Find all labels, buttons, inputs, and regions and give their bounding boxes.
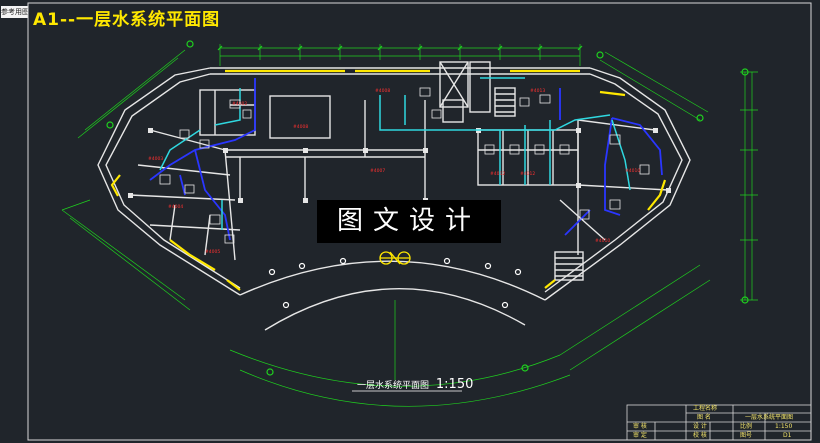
room-labels: #4002 #4008 #4003 #4004 #4005 #4007 #401… xyxy=(148,88,640,255)
room-tag: #4010 xyxy=(595,238,610,244)
fixtures xyxy=(159,87,650,244)
tb-drawing-label: 图 名 xyxy=(697,414,711,421)
tb-designer-label: 设 计 xyxy=(693,423,707,430)
arc-columns xyxy=(268,257,522,309)
entrance-door xyxy=(379,251,411,265)
dimension-ticks xyxy=(106,40,749,376)
tb-drawing-name: 一层水系统平面图 xyxy=(745,414,794,421)
room-tag: #4012 xyxy=(490,171,505,177)
tb-reviewer-label: 审 核 xyxy=(633,423,647,430)
room-tag: #4010 xyxy=(625,168,640,174)
pipes-cyan xyxy=(159,77,631,230)
dimension-lines xyxy=(61,44,758,407)
room-tag: #4008 xyxy=(293,124,308,130)
plan-caption: 一层水系统平面图 1:150 xyxy=(357,377,473,392)
tb-sheet-value: D1 xyxy=(783,432,792,439)
pipes-blue xyxy=(149,78,663,241)
windows xyxy=(110,69,667,291)
title-block xyxy=(626,404,812,441)
structural-columns xyxy=(128,128,671,203)
room-tag: #4013 xyxy=(530,88,545,94)
tb-scale-value: 1:150 xyxy=(775,423,793,430)
building-walls xyxy=(97,61,691,331)
drawing-title: A1--一层水系统平面图 xyxy=(33,10,221,30)
room-tag: #4005 xyxy=(205,249,220,255)
tb-scale-label: 比例 xyxy=(740,423,753,430)
plan-caption-text: 一层水系统平面图 xyxy=(357,381,430,391)
room-tag: #4008 xyxy=(375,88,390,94)
room-tag: #4007 xyxy=(370,168,385,174)
tb-checker-label: 校 核 xyxy=(693,432,707,439)
tb-project-label: 工程名称 xyxy=(693,405,718,412)
tb-sheet-label: 图号 xyxy=(740,432,753,439)
room-tag: #4002 xyxy=(232,101,247,107)
viewer-tag: 参考用图纸 xyxy=(1,6,28,18)
tb-approver-label: 审 定 xyxy=(633,432,647,439)
plan-scale: 1:150 xyxy=(435,377,474,392)
room-tag: #4004 xyxy=(168,204,183,210)
sheet-frame xyxy=(27,2,812,441)
room-tag: #4012 xyxy=(520,171,535,177)
watermark-banner: 图文设计 xyxy=(317,200,501,243)
room-tag: #4003 xyxy=(148,156,163,162)
